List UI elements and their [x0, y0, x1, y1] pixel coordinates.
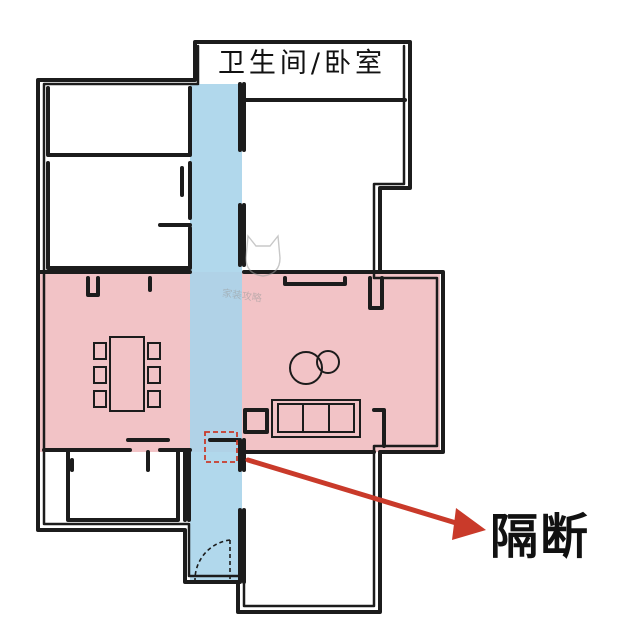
- lower-left-room-door: [70, 450, 150, 472]
- lower-left-room-wall: [66, 450, 180, 522]
- dining-chair-r1: [147, 342, 161, 360]
- dining-chair-l1: [93, 342, 107, 360]
- living-pillar-left: [86, 276, 100, 297]
- outer-wall: [36, 40, 445, 614]
- dining-chair-r3: [147, 390, 161, 408]
- partition-highlight-box: [204, 431, 238, 463]
- left-room-1-wall: [46, 86, 192, 157]
- corridor-right-wall-bottom: [238, 508, 246, 584]
- callout-arrow-head: [452, 508, 486, 540]
- coffee-table-large: [289, 351, 323, 385]
- dining-chair-r2: [147, 366, 161, 384]
- dining-set: [93, 336, 161, 412]
- sofa: [271, 399, 361, 438]
- watermark-cat-icon: [245, 234, 281, 277]
- coffee-table-small: [316, 350, 340, 374]
- sofa-seat: [277, 403, 355, 433]
- living-tv-console: [283, 276, 347, 286]
- partition-label: 隔断: [490, 509, 591, 565]
- left-room-2-wall: [46, 161, 192, 270]
- dining-table: [109, 336, 145, 412]
- top-room-label: 卫生间/卧室: [217, 48, 387, 79]
- inner-wall: [42, 44, 439, 608]
- callout-arrow-line: [245, 457, 469, 529]
- corridor-right-wall-mid: [238, 203, 246, 267]
- entry-door-swing: [194, 539, 231, 581]
- corridor-right-wall-low: [238, 438, 246, 472]
- corridor-right-wall-top: [238, 82, 246, 152]
- corridor-band: [190, 84, 242, 582]
- right-wall-niche: [372, 408, 386, 448]
- walls: [36, 40, 445, 614]
- corridor-left-wall-low: [183, 450, 191, 522]
- dining-chair-l3: [93, 390, 107, 408]
- living-pillar-right: [368, 276, 384, 310]
- sofa-frame: [271, 399, 361, 438]
- dining-chair-l2: [93, 366, 107, 384]
- side-cabinet: [243, 408, 269, 434]
- coffee-tables: [289, 350, 340, 385]
